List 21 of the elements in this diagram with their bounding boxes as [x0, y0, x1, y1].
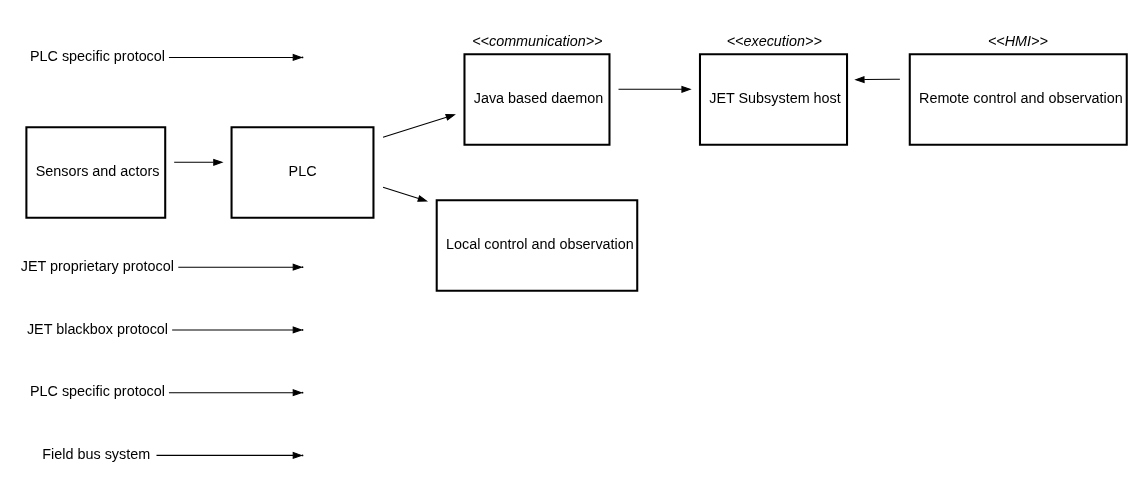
arrow — [618, 85, 692, 93]
node-box: Local control and observation — [435, 199, 639, 292]
arrow — [177, 263, 303, 271]
node-text: PLC specific protocol — [29, 383, 166, 400]
node-box: Sensors and actors — [25, 126, 167, 219]
arrow — [854, 75, 901, 84]
node-text: JET proprietary protocol — [20, 257, 174, 274]
node-text: Field bus system — [42, 446, 151, 463]
node-text: JET blackbox protocol — [26, 320, 169, 337]
node-box: Remote control and observation — [908, 53, 1128, 146]
node-label: <<execution>> — [726, 33, 822, 50]
node-label: <<HMI>> — [987, 33, 1048, 50]
arrow — [173, 158, 224, 166]
node-box: PLC — [230, 126, 375, 219]
node-box: JET Subsystem host — [698, 53, 849, 146]
node-box: Java based daemon — [463, 53, 611, 146]
arrow — [171, 326, 303, 334]
node-label: <<communication>> — [472, 33, 603, 50]
arrow — [382, 113, 456, 138]
arrow — [382, 186, 429, 202]
node-text: PLC specific protocol — [29, 48, 166, 65]
